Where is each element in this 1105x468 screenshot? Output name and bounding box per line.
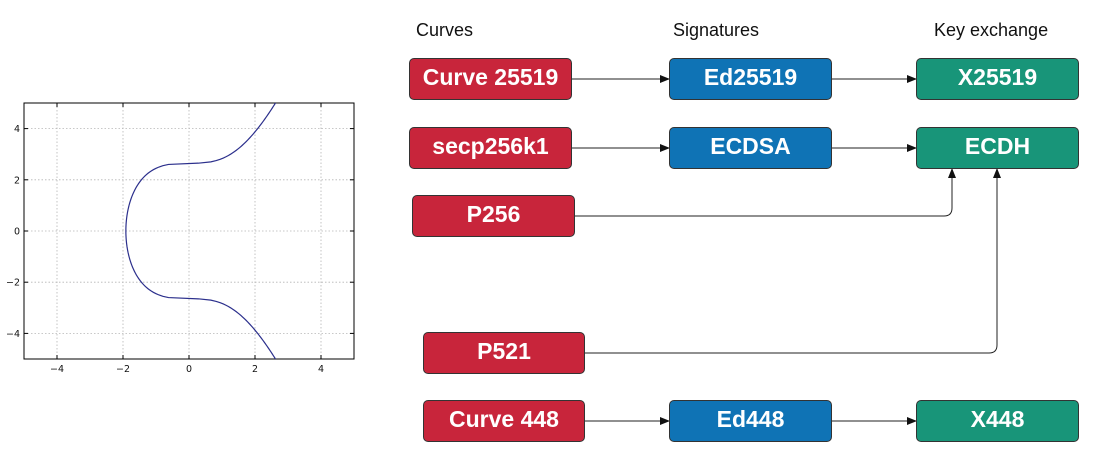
y-tick-label: −4	[6, 329, 20, 340]
node-p521: P521	[423, 332, 585, 374]
arrow-p256-to-ecdh	[575, 168, 956, 217]
header-key-exchange: Key exchange	[934, 20, 1049, 40]
node-x448: X448	[916, 400, 1079, 442]
node-curve448: Curve 448	[423, 400, 585, 442]
node-secp256k1: secp256k1	[409, 127, 572, 169]
x-tick-label: −4	[50, 364, 64, 375]
y-tick-label: 0	[14, 227, 20, 238]
node-ed448: Ed448	[669, 400, 832, 442]
x-tick-label: 4	[318, 364, 324, 375]
node-x25519: X25519	[916, 58, 1079, 100]
y-tick-label: 4	[14, 124, 20, 135]
arrow-p521-to-ecdh	[585, 168, 1001, 354]
x-tick-label: 2	[252, 364, 258, 375]
node-ecdsa: ECDSA	[669, 127, 832, 169]
header-signatures: Signatures	[673, 20, 760, 40]
y-tick-label: 2	[14, 175, 20, 186]
y-tick-label: −2	[6, 278, 20, 289]
elliptic-curve-plot: −4 −2 0 2 4 4 2 0 −2 −4	[6, 102, 355, 375]
node-curve25519: Curve 25519	[409, 58, 572, 100]
x-tick-label: 0	[186, 364, 192, 375]
node-ed25519: Ed25519	[669, 58, 832, 100]
header-curves: Curves	[416, 20, 474, 40]
node-p256: P256	[412, 195, 575, 237]
curve-line	[125, 103, 277, 359]
node-ecdh: ECDH	[916, 127, 1079, 169]
x-tick-label: −2	[116, 364, 130, 375]
